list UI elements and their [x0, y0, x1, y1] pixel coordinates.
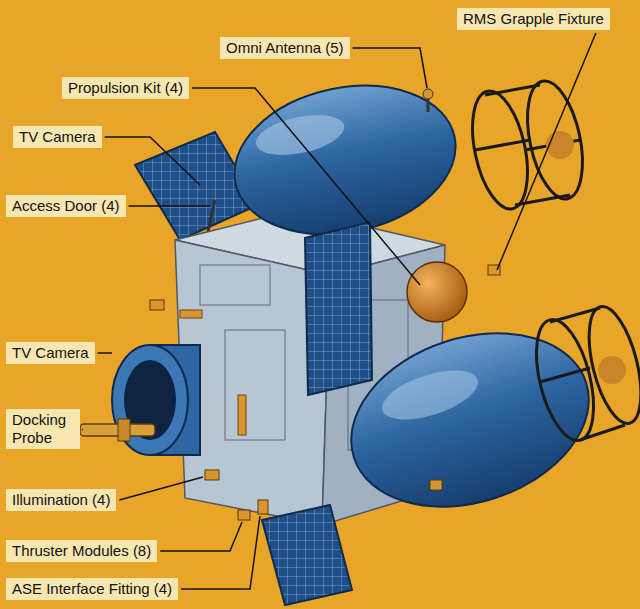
part-name: RMS Grapple Fixture: [463, 10, 604, 27]
callout-label: TV Camera: [6, 342, 95, 364]
thruster-module: [430, 480, 442, 490]
thruster-module: [205, 470, 219, 480]
propulsion-tank: [376, 361, 483, 430]
docking-port: [118, 419, 130, 441]
leader-line: [105, 137, 200, 185]
propulsion-tank: [220, 66, 591, 253]
propulsion-tank: [580, 425, 625, 440]
propellant-sphere: [407, 262, 467, 322]
propulsion-tank: [252, 108, 348, 162]
part-name: Propulsion Kit (4): [68, 79, 183, 96]
solar-panel: [305, 222, 372, 395]
thruster-module: [150, 300, 164, 310]
callout-label: Docking Probe: [6, 409, 80, 449]
thruster-module: [238, 510, 250, 520]
callout-label: Propulsion Kit (4): [62, 77, 189, 99]
leader-line: [181, 516, 260, 589]
leader-line: [160, 522, 242, 551]
part-name: Omni Antenna (5): [226, 39, 344, 56]
leader-line: [98, 352, 112, 354]
thruster-module: [258, 500, 268, 514]
leader-line: [82, 429, 83, 430]
callout-label: Omni Antenna (5): [220, 37, 350, 59]
propulsion-tank: [526, 301, 640, 446]
docking-port: [112, 345, 188, 455]
propulsion-tank: [515, 195, 570, 205]
leader-line: [497, 33, 596, 270]
part-name: Thruster Modules (8): [12, 542, 151, 559]
propulsion-tank: [329, 301, 640, 535]
propulsion-tank: [329, 304, 612, 535]
propulsion-tank: [550, 308, 600, 322]
propulsion-tank: [220, 66, 469, 253]
propulsion-tank: [546, 131, 574, 159]
solar-panel: [262, 505, 352, 605]
part-name: ASE Interface Fitting (4): [12, 580, 172, 597]
omni-antenna: [423, 89, 433, 99]
propulsion-tank: [485, 85, 540, 95]
central-body: [238, 395, 246, 435]
callout-label: Illumination (4): [6, 489, 116, 511]
thruster-module: [150, 265, 500, 520]
leader-line: [192, 88, 420, 285]
callout-label: RMS Grapple Fixture: [457, 8, 610, 30]
propulsion-tank: [540, 368, 590, 382]
central-body: [200, 265, 270, 305]
central-body: [180, 310, 202, 318]
leader-line: [353, 48, 427, 88]
propulsion-tank: [579, 301, 640, 428]
part-name: TV Camera: [12, 344, 89, 361]
docking-port: [80, 345, 200, 455]
callout-label: TV Camera: [13, 126, 102, 148]
omni-antenna: [423, 89, 433, 112]
central-body: [225, 330, 285, 440]
callout-label: Access Door (4): [6, 195, 126, 217]
part-name: TV Camera: [19, 128, 96, 145]
leader-line: [129, 205, 210, 207]
part-name: Docking Probe: [12, 411, 66, 446]
callout-label: ASE Interface Fitting (4): [6, 578, 178, 600]
propulsion-tank: [463, 76, 592, 214]
leader-line: [119, 477, 203, 500]
propulsion-tank: [475, 140, 530, 150]
propulsion-tank: [526, 314, 605, 446]
callout-label: Thruster Modules (8): [6, 540, 157, 562]
part-name: Access Door (4): [12, 197, 120, 214]
part-name: Illumination (4): [12, 491, 110, 508]
propulsion-tank: [598, 356, 626, 384]
